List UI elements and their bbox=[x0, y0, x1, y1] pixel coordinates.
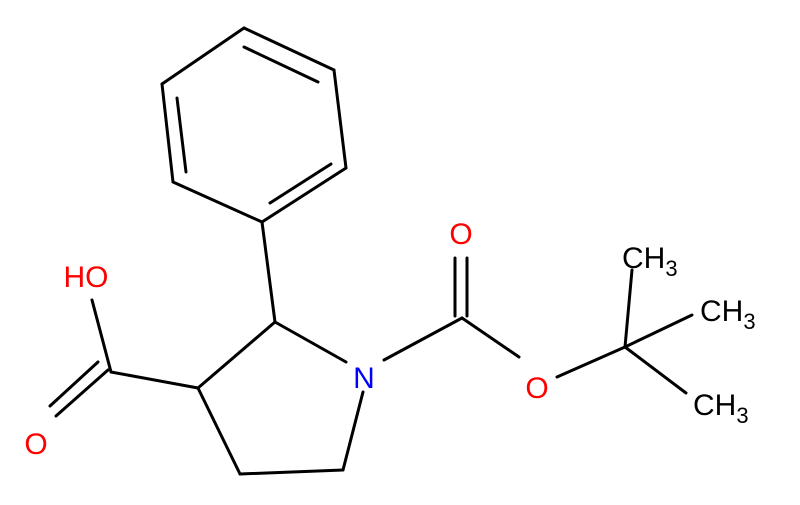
bond-ph-double-b bbox=[242, 45, 320, 84]
atom-o-acid: O bbox=[24, 428, 47, 461]
atom-o-carbonyl-boc: O bbox=[449, 218, 472, 251]
boc-group bbox=[382, 256, 694, 395]
bond-c2-n1 bbox=[273, 320, 348, 364]
bond-ctbu-ch3-top bbox=[623, 268, 634, 349]
bond-n1-c5 bbox=[341, 390, 365, 472]
bond-oester-ctbu bbox=[555, 345, 627, 379]
bond-ph-3 bbox=[242, 26, 336, 72]
bond-c-oh bbox=[90, 298, 113, 374]
bond-c-o-b bbox=[48, 360, 100, 408]
bond-c-o-a bbox=[54, 368, 110, 418]
bond-cboc-oester bbox=[460, 316, 521, 359]
bond-ph-c2 bbox=[260, 220, 277, 324]
bond-ctbu-ch3-mid bbox=[623, 313, 694, 349]
bond-ph-double-c bbox=[175, 96, 188, 174]
bond-ph-4 bbox=[160, 26, 246, 86]
bond-c4-c3 bbox=[196, 386, 242, 476]
methyl-label-top: CH3 bbox=[622, 242, 678, 281]
methyl-label-mid: CH3 bbox=[700, 295, 756, 334]
bond-c5-c4 bbox=[238, 468, 345, 476]
methyl-label-bot: CH3 bbox=[693, 389, 749, 428]
bond-ctbu-ch3-bot bbox=[623, 345, 688, 395]
pyrrolidine-ring bbox=[196, 320, 365, 476]
atom-n1: N bbox=[353, 362, 375, 395]
atom-o-ester: O bbox=[525, 372, 548, 405]
bond-c3-cooh bbox=[109, 370, 200, 390]
phenyl-ring bbox=[160, 26, 348, 224]
bond-ph-6 bbox=[171, 180, 264, 224]
atom-oh: HO bbox=[64, 261, 109, 294]
bond-ph-1 bbox=[260, 166, 348, 224]
bond-ph-2 bbox=[332, 68, 348, 170]
bond-ph-5 bbox=[160, 82, 175, 184]
bond-ph-double-a bbox=[268, 162, 333, 205]
carboxylic-acid bbox=[48, 298, 200, 418]
bond-n1-cboc bbox=[382, 316, 464, 362]
bond-c3-c2 bbox=[196, 320, 277, 390]
